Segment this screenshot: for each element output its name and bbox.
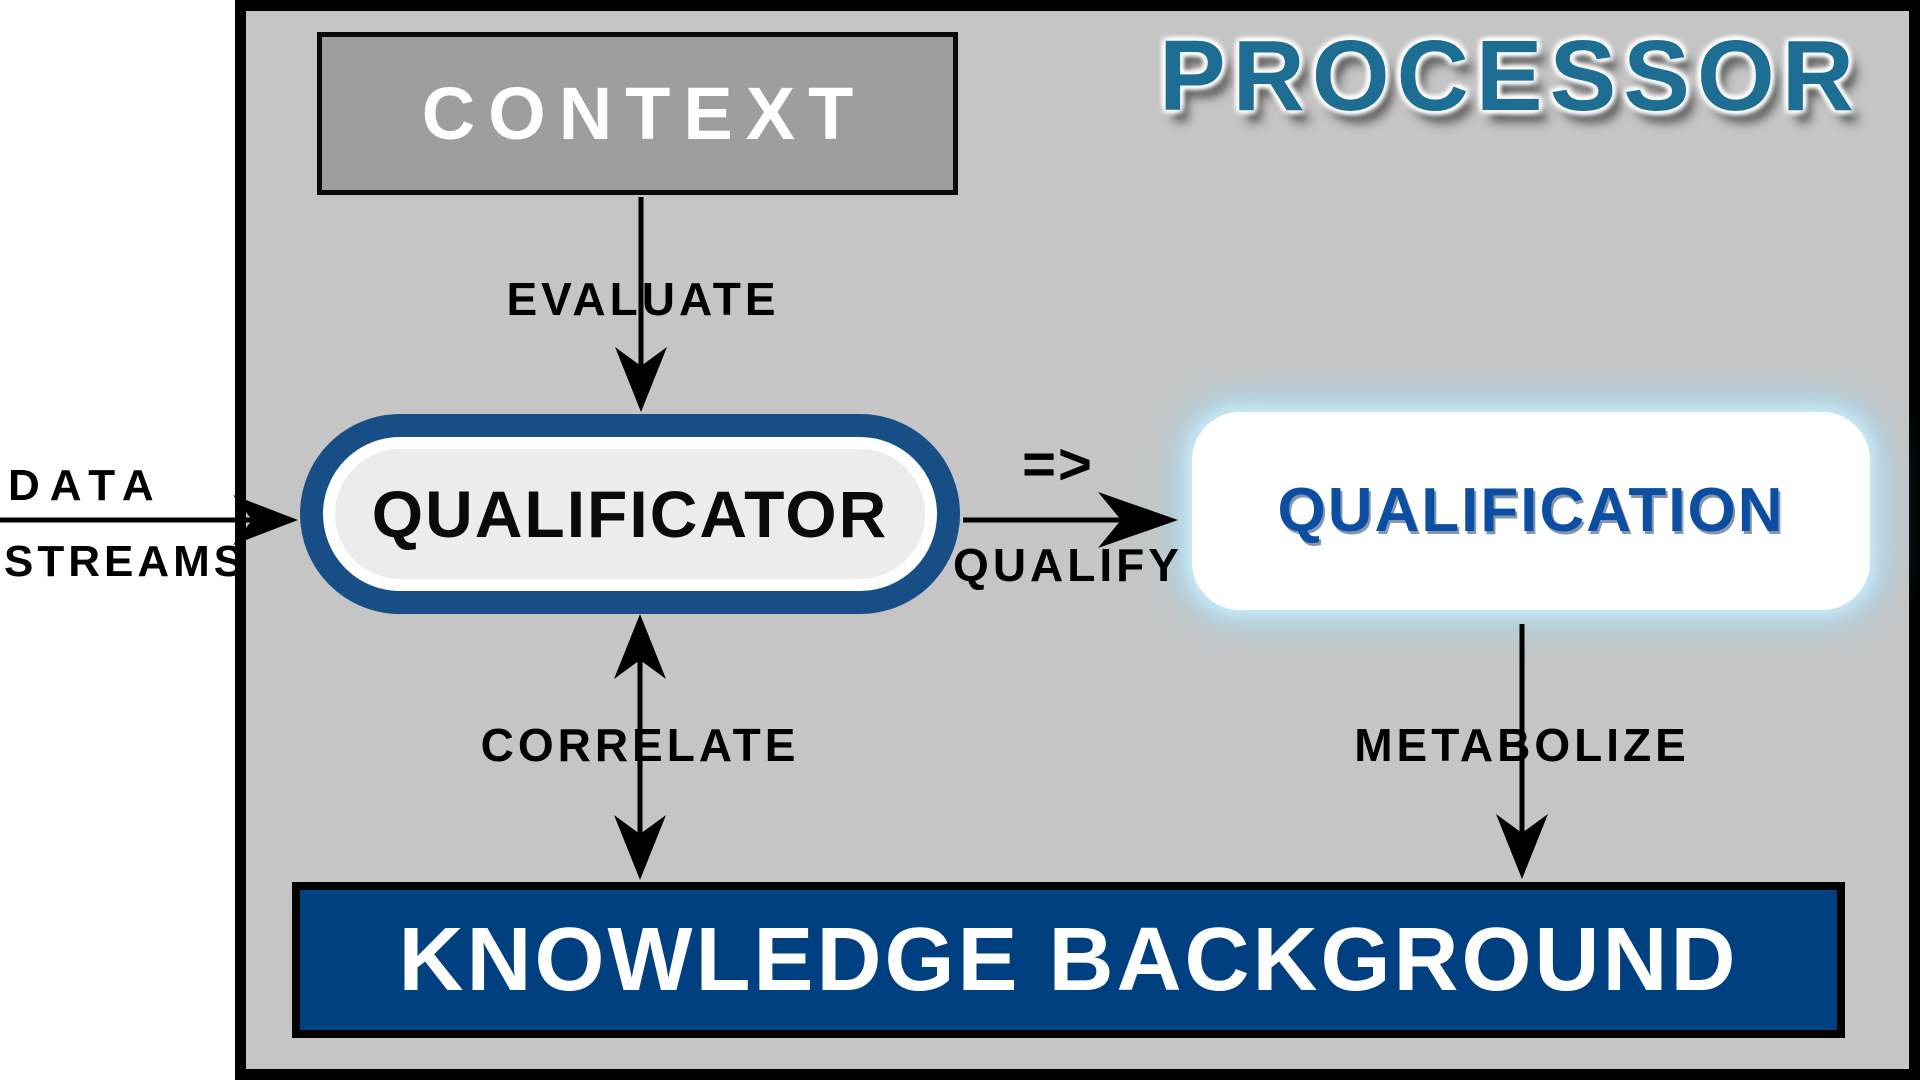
- processor-title: PROCESSOR: [1158, 20, 1861, 132]
- qualificator-label: QUALIFICATOR: [371, 477, 889, 551]
- qualification-label: QUALIFICATION: [1277, 476, 1785, 545]
- node-knowledge-background: KNOWLEDGE BACKGROUND: [292, 882, 1845, 1038]
- qualify-edge-label: QUALIFY: [953, 539, 1183, 591]
- evaluate-edge-label: EVALUATE: [506, 273, 780, 325]
- node-qualificator: QUALIFICATOR: [300, 414, 960, 614]
- knowledge-background-label: KNOWLEDGE BACKGROUND: [398, 910, 1739, 1010]
- context-label: CONTEXT: [421, 71, 867, 155]
- data-streams-label-line2: STREAMS: [4, 537, 248, 586]
- node-context: CONTEXT: [317, 32, 958, 195]
- node-qualification: QUALIFICATION: [1192, 412, 1870, 610]
- data-streams-label-line1: DATA: [8, 461, 164, 510]
- qualify-symbol-label: =>: [1022, 432, 1094, 497]
- metabolize-edge-label: METABOLIZE: [1354, 719, 1690, 771]
- correlate-edge-label: CORRELATE: [480, 719, 800, 771]
